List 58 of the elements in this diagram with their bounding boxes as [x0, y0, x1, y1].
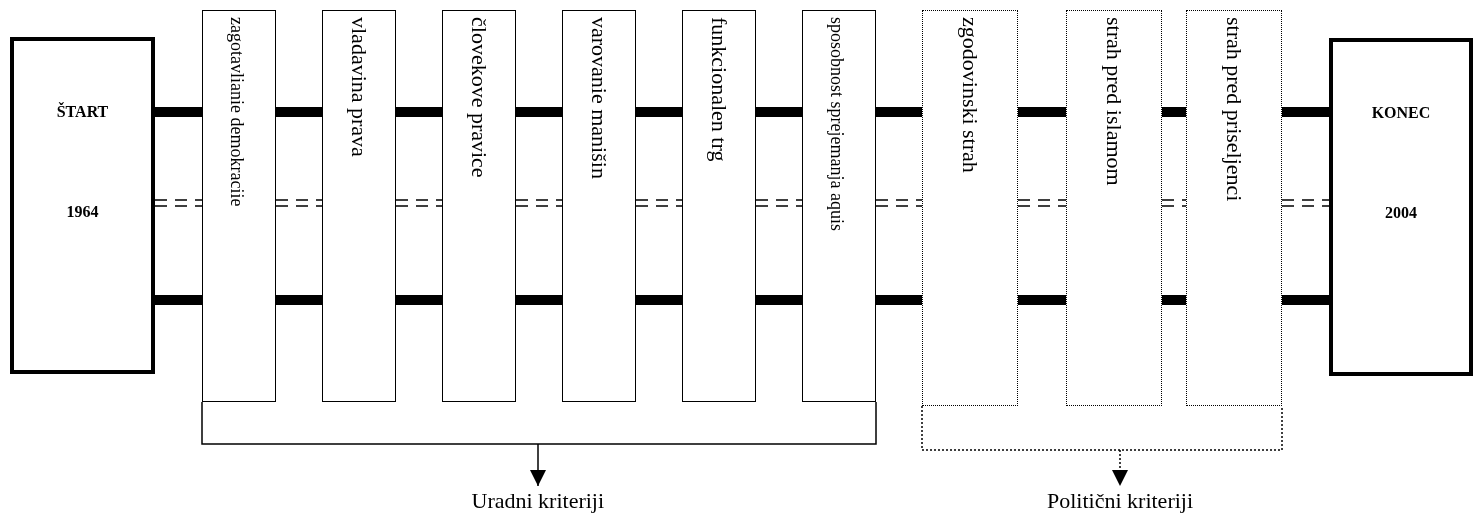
double-dashed-line [1281, 199, 1330, 207]
rail-line [876, 295, 922, 305]
arrow [530, 443, 546, 487]
criterion-box [802, 10, 876, 402]
double-dashed-line [875, 199, 923, 207]
criterion-box [562, 10, 636, 402]
box-heading: ŠTART [55, 103, 110, 121]
rail-line [396, 295, 442, 305]
rail-line [636, 107, 682, 117]
criterion-box [322, 10, 396, 402]
criterion-box [922, 10, 1018, 406]
rail-line [516, 295, 562, 305]
criterion-box [202, 10, 276, 402]
rail-line [276, 107, 322, 117]
bracket [921, 405, 1283, 451]
rail-line [1162, 295, 1186, 305]
criterion-label: človekove pravice [468, 17, 490, 178]
rail-line [756, 295, 802, 305]
rail-line [396, 107, 442, 117]
rail-line [1282, 107, 1329, 117]
year-label: 2004 [1384, 204, 1418, 222]
criterion-label: strah pred priseljenci [1223, 17, 1245, 202]
terminal-box [10, 37, 155, 374]
criterion-label: funkcionalen trg [708, 17, 730, 162]
rail-line [155, 295, 202, 305]
rail-line [756, 107, 802, 117]
rail-line [636, 295, 682, 305]
double-dashed-line [1017, 199, 1067, 207]
double-dashed-line [515, 199, 563, 207]
terminal-box [1329, 38, 1473, 376]
double-dashed-line [275, 199, 323, 207]
criterion-box [1186, 10, 1282, 406]
double-dashed-line [755, 199, 803, 207]
criterion-label: zgodovinski strah [959, 17, 981, 173]
double-dashed-line [635, 199, 683, 207]
criterion-label: varovanie manišin [588, 17, 610, 179]
box-heading: KONEC [1370, 104, 1432, 122]
criterion-box [442, 10, 516, 402]
rail-line [876, 107, 922, 117]
criterion-label: vladavina prava [348, 17, 370, 157]
double-dashed-line [1161, 199, 1187, 207]
criterion-box [1066, 10, 1162, 406]
arrow [1112, 449, 1128, 487]
rail-line [1018, 295, 1066, 305]
year-label: 1964 [65, 203, 100, 221]
criterion-label: zagotavlianie demokraciie [228, 17, 246, 207]
rail-line [1282, 295, 1329, 305]
rail-line [155, 107, 202, 117]
rail-line [1162, 107, 1186, 117]
rail-line [1018, 107, 1066, 117]
criterion-box [682, 10, 756, 402]
bracket [201, 401, 877, 445]
criterion-label: strah pred islamom [1103, 17, 1125, 186]
rail-line [276, 295, 322, 305]
criterion-label: sposobnost sprejemanja aquis [828, 17, 846, 231]
double-dashed-line [395, 199, 443, 207]
double-dashed-line [154, 199, 203, 207]
rail-line [516, 107, 562, 117]
